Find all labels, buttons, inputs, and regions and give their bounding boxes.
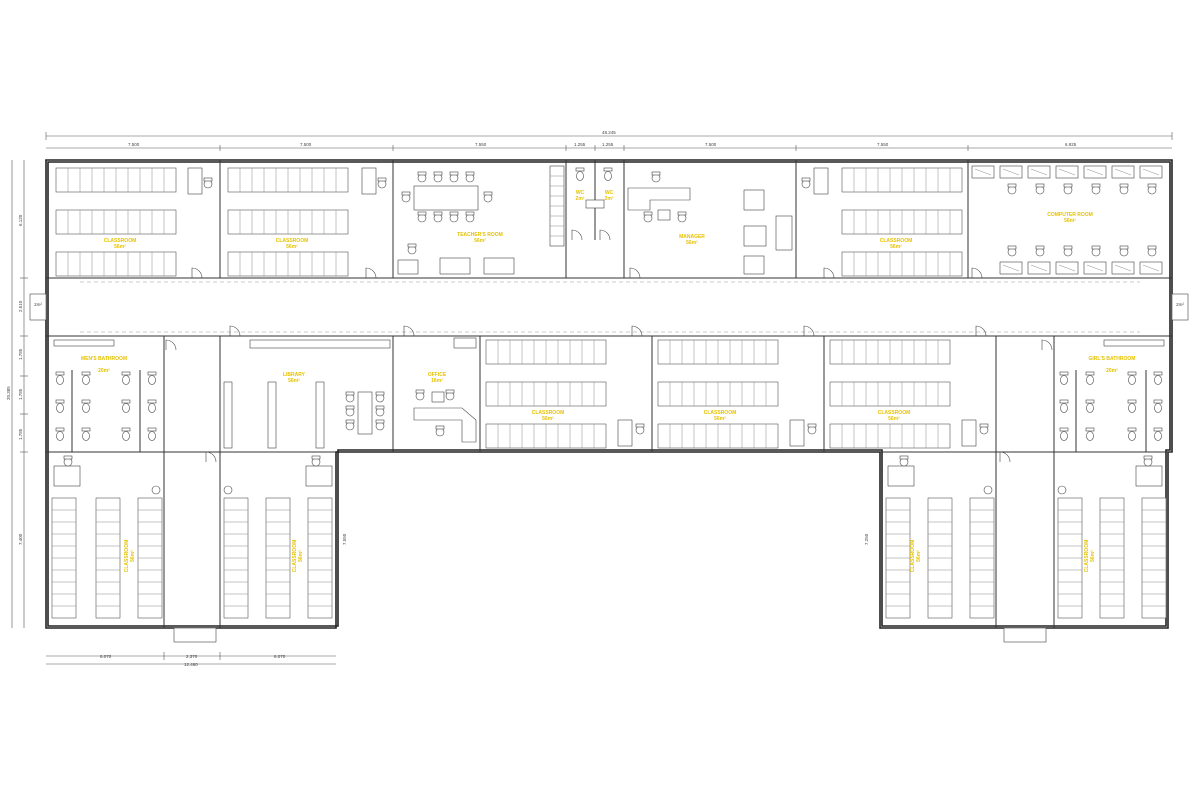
- entrance-label-left: 2m²: [34, 302, 42, 307]
- dim-top-3: 7.550: [475, 142, 487, 147]
- dim-top-4: 1.255: [574, 142, 586, 147]
- room-area: 20m²: [1106, 368, 1118, 374]
- dim-left-3: 1.785: [18, 348, 23, 360]
- room-girls-bathroom: GIRL'S BATHROOM 20m²: [1041, 339, 1165, 452]
- dim-bottom-2: 2.370: [186, 654, 198, 659]
- room-classroom-1: CLASSROOM 56m²: [55, 167, 213, 279]
- dimensions: 48.245 7.500 7.500 7.550 1.255 1.255 7.5…: [6, 130, 1173, 667]
- room-area: 56m²: [916, 550, 922, 562]
- room-area: 56m²: [1064, 218, 1076, 224]
- dim-top-7: 7.550: [877, 142, 889, 147]
- dim-left-total: 20.385: [6, 386, 11, 400]
- wc-label: WC: [576, 190, 585, 196]
- room-classroom-2: CLASSROOM 56m²: [227, 167, 387, 279]
- dim-top-5: 1.255: [602, 142, 614, 147]
- room-label: MANAGER: [679, 234, 705, 240]
- dim-left-5: 1.785: [18, 428, 23, 440]
- room-area: 56m²: [1090, 550, 1096, 562]
- room-label: CLASSROOM: [880, 238, 913, 244]
- room-area: 56m²: [474, 238, 486, 244]
- dim-top-6: 7.500: [705, 142, 717, 147]
- dim-right-wing-height: 7.250: [864, 533, 869, 545]
- room-area: 16m²: [431, 378, 443, 384]
- room-classroom-7: CLASSROOM 56m²: [51, 455, 163, 619]
- room-classroom-4: CLASSROOM 56m²: [485, 325, 645, 449]
- entrance-label-right: 2m²: [1176, 302, 1184, 307]
- room-area: 56m²: [888, 416, 900, 422]
- room-area: 56m²: [114, 244, 126, 250]
- room-mens-bathroom: MEN'S BATHROOM 20m²: [53, 339, 177, 452]
- room-manager: MANAGER 56m²: [627, 171, 793, 279]
- room-label: GIRL'S BATHROOM: [1089, 356, 1136, 362]
- room-area: 56m²: [130, 550, 136, 562]
- dim-bottom-3: 6.070: [274, 654, 286, 659]
- room-label: LIBRARY: [283, 372, 306, 378]
- room-label: CLASSROOM: [878, 410, 911, 416]
- room-classroom-8: CLASSROOM 56m²: [205, 451, 333, 619]
- dim-bottom-1: 6.070: [100, 654, 112, 659]
- room-area: 56m²: [890, 244, 902, 250]
- room-label: CLASSROOM: [910, 540, 916, 573]
- room-label: CLASSROOM: [276, 238, 309, 244]
- room-label: COMPUTER ROOM: [1047, 212, 1093, 218]
- room-label: CLASSROOM: [532, 410, 565, 416]
- room-classroom-6: CLASSROOM 56m²: [829, 325, 989, 449]
- room-teachers: TEACHER'S ROOM 56m²: [397, 171, 515, 275]
- room-label: CLASSROOM: [104, 238, 137, 244]
- room-classroom-10: CLASSROOM 56m²: [1057, 455, 1167, 619]
- dim-bottom-total: 12.460: [184, 662, 198, 667]
- room-library: LIBRARY 56m²: [223, 325, 391, 449]
- room-label: CLASSROOM: [1084, 540, 1090, 573]
- outer-walls: [29, 159, 1189, 643]
- room-area: 56m²: [542, 416, 554, 422]
- room-label: TEACHER'S ROOM: [457, 232, 503, 238]
- wc-area: 2m²: [576, 196, 585, 202]
- dim-left-4: 1.785: [18, 388, 23, 400]
- room-area: 56m²: [298, 550, 304, 562]
- room-area: 20m²: [98, 368, 110, 374]
- room-area: 56m²: [288, 378, 300, 384]
- room-classroom-9: CLASSROOM 56m²: [885, 451, 1011, 619]
- room-label: CLASSROOM: [292, 540, 298, 573]
- room-classroom-3: CLASSROOM 56m²: [801, 167, 963, 279]
- wc-area: WC 2m² WC 2m²: [549, 165, 614, 247]
- dim-left-2: 2.510: [18, 300, 23, 312]
- wc-label: WC: [605, 190, 614, 196]
- dim-top-1: 7.500: [128, 142, 140, 147]
- room-area: 56m²: [286, 244, 298, 250]
- room-area: 56m²: [686, 240, 698, 246]
- dim-total-top: 48.245: [602, 130, 616, 135]
- room-computer: COMPUTER ROOM 56m²: [971, 165, 1163, 279]
- room-label: MEN'S BATHROOM: [81, 356, 127, 362]
- room-area: 56m²: [714, 416, 726, 422]
- room-office: OFFICE 16m²: [403, 325, 477, 443]
- dim-left-7: 7.400: [18, 533, 23, 545]
- room-classroom-5: CLASSROOM 56m²: [657, 325, 817, 449]
- dim-left-1: 6.120: [18, 214, 23, 226]
- wc-area: 2m²: [605, 196, 614, 202]
- room-label: OFFICE: [428, 372, 447, 378]
- room-label: CLASSROOM: [124, 540, 130, 573]
- dim-top-8: 6.925: [1065, 142, 1077, 147]
- dim-wing-height: 7.550: [342, 533, 347, 545]
- dim-top-2: 7.500: [300, 142, 312, 147]
- room-label: CLASSROOM: [704, 410, 737, 416]
